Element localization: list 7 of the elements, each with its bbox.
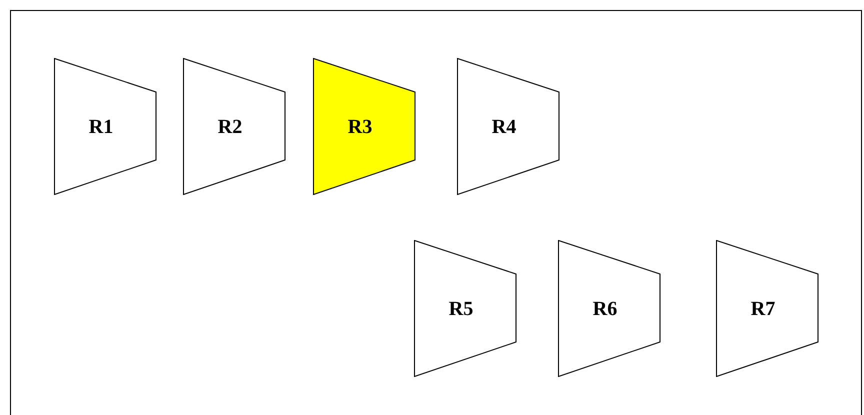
- node-label: R4: [492, 114, 516, 140]
- node-label: R6: [592, 296, 618, 322]
- node-label: R7: [750, 296, 776, 322]
- node-label: R1: [88, 114, 114, 140]
- node-label: R2: [218, 114, 242, 140]
- node-label: R3: [348, 114, 372, 140]
- node-label: R5: [448, 296, 474, 322]
